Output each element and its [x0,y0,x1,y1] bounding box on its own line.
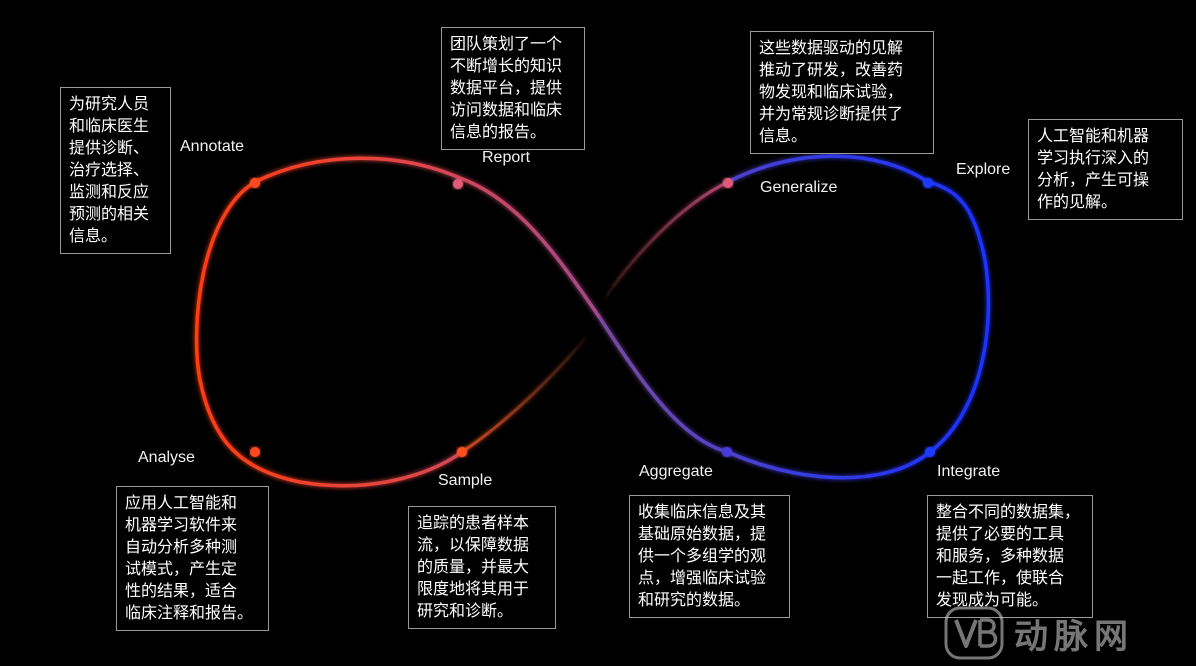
stage-label-aggregate: Aggregate [639,463,713,480]
description-integrate: 整合不同的数据集， 提供了必要的工具 和服务，多种数据 一起工作，使联合 发现成… [927,495,1093,618]
description-explore-line: 学习执行深入的 [1037,148,1150,167]
description-analyse: 应用人工智能和 机器学习软件来 自动分析多种测 试模式，产生定 性的结果，适合 … [116,486,269,631]
node-integrate [925,447,935,457]
description-analyse-line: 自动分析多种测 [125,537,238,556]
description-sample-line: 研究和诊断。 [417,601,514,620]
node-analyse [250,447,260,457]
stage-label-analyse: Analyse [138,449,195,466]
description-generalize: 这些数据驱动的见解 推动了研发，改善药 物发现和临床试验， 并为常规诊断提供了 … [750,31,934,154]
right-loop-path [598,154,991,480]
left-return-fade [461,329,594,454]
node-generalize [723,178,733,188]
watermark: 动脉网 [944,600,1196,666]
stage-label-generalize: Generalize [760,179,838,196]
description-integrate-line: 一起工作，使联合 [936,568,1065,587]
description-sample-line: 限度地将其用于 [417,579,530,598]
stage-label-explore: Explore [956,161,1011,178]
description-annotate: 为研究人员 和临床医生 提供诊断、 治疗选择、 监测和反应 预测的相关 信息。 [60,87,171,254]
description-generalize-line: 物发现和临床试验， [759,82,904,101]
node-explore [923,178,933,188]
description-report-line: 不断增长的知识 [450,56,563,75]
node-annotate [250,178,260,188]
node-report [453,179,463,189]
description-explore-line: 人工智能和机器 [1037,126,1150,145]
description-aggregate-line: 供一个多组学的观 [638,546,767,565]
description-report-line: 访问数据和临床 [450,100,563,119]
stage-label-report: Report [482,149,531,166]
description-integrate-line: 整合不同的数据集， [936,502,1081,521]
left-loop-path [194,156,602,488]
description-annotate-line: 提供诊断、 [69,138,150,157]
description-integrate-line: 提供了必要的工具 [936,524,1065,543]
stage-label-integrate: Integrate [937,463,1001,480]
description-generalize-line: 信息。 [759,126,808,145]
description-explore-line: 分析，产生可操 [1037,170,1150,189]
description-annotate-line: 治疗选择、 [69,160,150,179]
description-sample-line: 流，以保障数据 [417,535,530,554]
description-sample-line: 的质量，并最大 [417,557,530,576]
description-generalize-line: 这些数据驱动的见解 [759,38,904,57]
node-aggregate [722,447,732,457]
description-explore-line: 作的见解。 [1037,192,1118,211]
description-report-line: 信息的报告。 [450,122,547,141]
description-annotate-line: 监测和反应 [69,182,150,201]
description-integrate-line: 和服务，多种数据 [936,546,1065,565]
description-report-line: 团队策划了一个 [450,34,563,53]
description-aggregate-line: 收集临床信息及其 [638,502,767,521]
watermark-logo-icon [944,606,1004,660]
node-sample [457,447,467,457]
description-explore: 人工智能和机器 学习执行深入的 分析，产生可操 作的见解。 [1028,119,1183,220]
description-annotate-line: 为研究人员 [69,94,150,113]
description-report: 团队策划了一个 不断增长的知识 数据平台，提供 访问数据和临床 信息的报告。 [441,27,585,150]
description-analyse-line: 试模式，产生定 [125,559,238,578]
description-integrate-line: 发现成为可能。 [936,590,1049,609]
right-return-fade [602,180,729,301]
description-generalize-line: 推动了研发，改善药 [759,60,904,79]
description-sample-line: 追踪的患者样本 [417,513,530,532]
description-generalize-line: 并为常规诊断提供了 [759,104,904,123]
description-sample: 追踪的患者样本 流，以保障数据 的质量，并最大 限度地将其用于 研究和诊断。 [408,506,556,629]
description-analyse-line: 机器学习软件来 [125,515,238,534]
description-aggregate-line: 和研究的数据。 [638,590,751,609]
description-aggregate: 收集临床信息及其 基础原始数据，提 供一个多组学的观 点，增强临床试验 和研究的… [629,495,790,618]
stage-label-annotate: Annotate [180,138,245,155]
description-annotate-line: 和临床医生 [69,116,150,135]
description-analyse-line: 应用人工智能和 [125,493,238,512]
description-report-line: 数据平台，提供 [450,78,563,97]
description-annotate-line: 预测的相关 [69,204,150,223]
description-aggregate-line: 基础原始数据，提 [638,524,767,543]
description-analyse-line: 临床注释和报告。 [125,603,254,622]
description-aggregate-line: 点，增强临床试验 [638,568,767,587]
description-analyse-line: 性的结果，适合 [125,581,238,600]
stage-label-sample: Sample [438,472,493,489]
watermark-text: 动脉网 [1014,616,1134,657]
description-annotate-line: 信息。 [69,226,118,245]
